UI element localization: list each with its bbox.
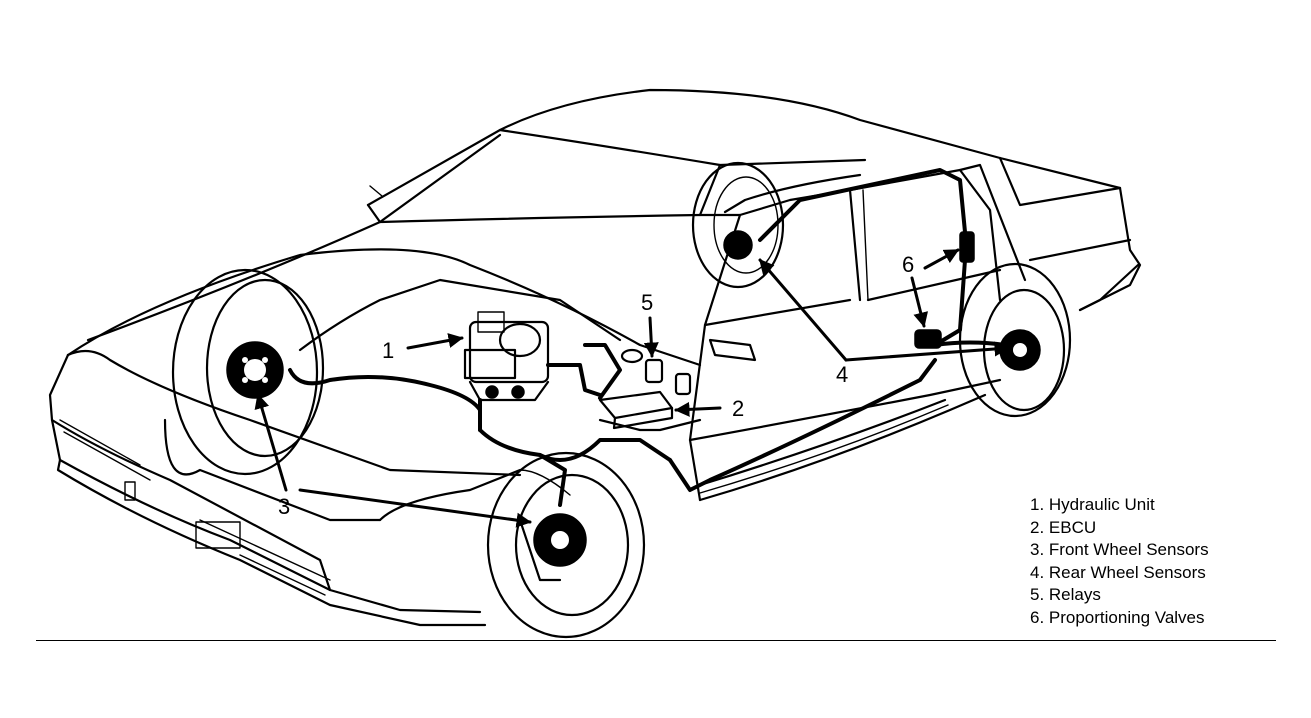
callout-front-wheel-sensors: 3 [278, 494, 290, 519]
front-right-wheel [486, 451, 646, 639]
hydraulic-unit [463, 311, 550, 402]
legend-item: 3. Front Wheel Sensors [1030, 540, 1209, 559]
rear-right-wheel [958, 262, 1072, 418]
callout-ebcu: 2 [732, 396, 744, 421]
legend-item: 6. Proportioning Valves [1030, 607, 1205, 627]
bottom-rule [36, 640, 1276, 641]
brake-lines [288, 168, 1007, 507]
legend-item: 4. Rear Wheel Sensors [1030, 562, 1206, 582]
car-body [48, 88, 1142, 627]
callout-arrows [254, 248, 1010, 528]
rear-left-wheel [691, 161, 785, 289]
relays [620, 348, 692, 396]
callout-relays: 5 [641, 290, 653, 315]
legend-item: 5. Relays [1030, 585, 1101, 604]
callout-proportioning-valves: 6 [902, 252, 914, 277]
proportioning-valves [914, 231, 975, 349]
legend-item: 1. Hydraulic Unit [1030, 495, 1155, 514]
callout-rear-wheel-sensors: 4 [836, 362, 848, 387]
callout-hydraulic-unit: 1 [382, 338, 394, 363]
legend-item: 2. EBCU [1030, 517, 1097, 537]
front-left-wheel [171, 268, 325, 476]
legend: 1. Hydraulic Unit 2. EBCU 3. Front Wheel… [1030, 494, 1209, 629]
